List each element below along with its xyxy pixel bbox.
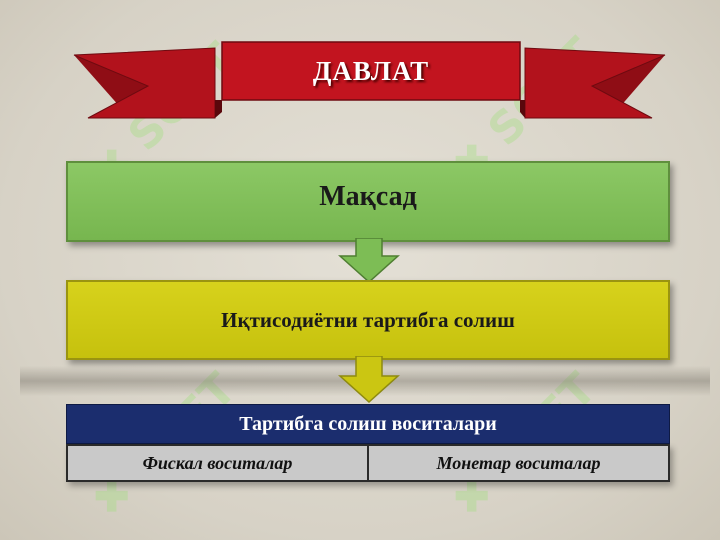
goal-box: Мақсад <box>66 161 670 242</box>
banner-ribbon <box>73 41 666 119</box>
down-arrow-icon <box>338 238 400 284</box>
regulation-box: Иқтисодиётни тартибга солиш <box>66 280 670 360</box>
monetary-tools-cell: Монетар воситалар <box>369 444 670 482</box>
banner-title: ДАВЛАТ <box>312 55 430 86</box>
fiscal-tools-cell: Фискал воситалар <box>66 444 369 482</box>
down-arrow-icon <box>338 356 400 404</box>
tools-header: Тартибга солиш воситалари <box>66 404 670 444</box>
tools-row: Фискал воситалар Монетар воситалар <box>66 444 670 482</box>
